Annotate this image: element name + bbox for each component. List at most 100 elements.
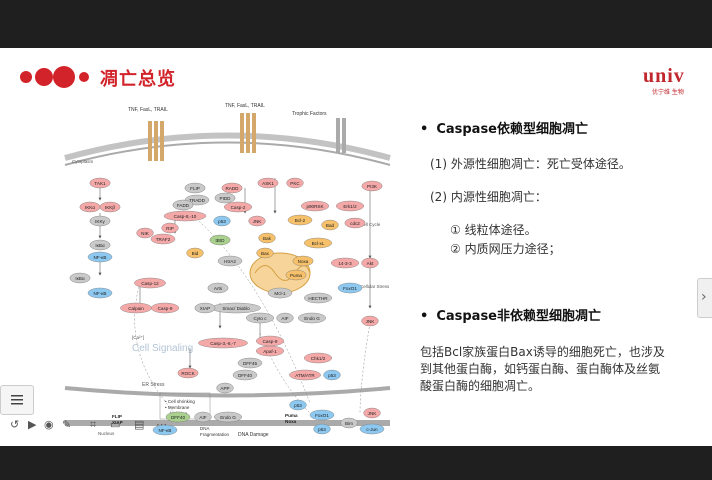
play-icon[interactable]: ▶ — [28, 418, 37, 431]
record-icon[interactable]: ◉ — [44, 418, 54, 431]
item-mitochondrial: ① 线粒体途径。 — [450, 223, 537, 237]
video-icon[interactable]: ▭ — [110, 418, 121, 431]
node-dff402-shape — [165, 411, 191, 423]
node-nfkb2: NF-κB — [93, 291, 106, 296]
node-radd-shape — [221, 182, 243, 194]
label-cell-signaling: Cell Signaling — [132, 343, 193, 354]
node-bim-shape — [340, 417, 358, 429]
menu-button[interactable] — [0, 385, 34, 415]
logo-dots-icon — [20, 66, 89, 88]
node-bclxl: Bcl-xL — [312, 241, 325, 246]
node-ikba2: IκBα — [75, 276, 85, 281]
more-icon[interactable]: ⋯ — [156, 418, 167, 431]
node-bclxl-shape — [303, 237, 332, 249]
crop-icon[interactable]: ⌗ — [90, 418, 97, 431]
node-noxa-shape — [292, 255, 314, 267]
node-jnk3: JNK — [368, 411, 378, 416]
node-foxo1-shape — [337, 282, 363, 294]
screen-icon[interactable]: ▤ — [134, 418, 145, 431]
node-foxo12-shape — [309, 409, 335, 421]
node-p1433-shape — [331, 257, 360, 269]
content-panel: •Caspase依赖型细胞凋亡 (1) 外源性细胞凋亡：死亡受体途径。 (2) … — [420, 118, 690, 395]
node-p533-shape — [289, 399, 307, 411]
node-app: APP — [220, 386, 229, 391]
section2-title: Caspase非依赖型细胞凋亡 — [436, 309, 601, 324]
node-bak-shape — [258, 232, 276, 244]
label-cell-cycle: Cell Cycle — [360, 222, 381, 227]
node-flip2: FLIP — [112, 414, 122, 419]
node-akt: Akt — [367, 261, 374, 266]
node-nfkb2-shape — [87, 287, 113, 299]
node-cdc2: cdc2 — [350, 221, 360, 226]
bullet-1: • — [420, 122, 429, 137]
node-casp2: Casp-2 — [231, 205, 246, 210]
node-mcl1-shape — [267, 287, 293, 299]
node-xiap2-shape — [194, 302, 216, 314]
node-bid-shape — [186, 247, 204, 259]
label-ca: [Ca²⁺] — [132, 335, 144, 340]
node-app-shape — [216, 382, 234, 394]
node-p90rsk-shape — [300, 200, 329, 212]
node-pidd: PIDD — [220, 196, 232, 201]
node-ask1: ASK1 — [262, 181, 274, 186]
node-p53-shape — [213, 215, 231, 227]
node-hecthr: HECTHR — [308, 296, 328, 301]
node-endog2: Endo G — [220, 415, 236, 420]
node-bad-shape — [321, 219, 339, 231]
label-dna: DNA — [200, 426, 210, 431]
node-xiap2: XIAP — [200, 306, 210, 311]
node-nfkb1: NF-κB — [93, 255, 106, 260]
node-bad: Bad — [326, 223, 335, 228]
node-puma: Puma — [290, 273, 302, 278]
chevron-right-icon: › — [701, 289, 707, 305]
item-intrinsic: (2) 内源性细胞凋亡： — [430, 190, 547, 204]
node-jnk2: JNK — [366, 319, 376, 324]
node-pkc-shape — [286, 177, 304, 189]
node-casp810: Casp-8,-10 — [174, 214, 197, 219]
node-aif-shape — [276, 312, 294, 324]
node-cytoc-shape — [245, 312, 274, 324]
node-endog-shape — [297, 312, 326, 324]
node-endog: Endo G — [304, 316, 320, 321]
node-p533: p53 — [294, 403, 302, 408]
node-ikka: IKKα — [85, 205, 95, 210]
label-tnf-1: TNF, FasL, TRAIL — [128, 107, 168, 113]
node-cjun-shape — [359, 423, 385, 435]
node-nik: NIK — [141, 231, 150, 236]
next-slide-button[interactable]: › — [697, 278, 712, 318]
undo-icon[interactable]: ↺ — [10, 418, 20, 431]
brand-subtitle: 优宁维 生物 — [652, 89, 684, 96]
node-ikkg-shape — [89, 215, 111, 227]
node-dff45-shape — [237, 357, 263, 369]
node-dff402: DFF40 — [171, 415, 185, 420]
section1-heading: •Caspase依赖型细胞凋亡 — [420, 118, 690, 137]
node-fadd-shape — [172, 199, 194, 211]
node-dff40-shape — [232, 369, 258, 381]
node-p90rsk: p90RSK — [306, 204, 324, 209]
node-atm: ATM/ATR — [295, 373, 315, 378]
node-casp367-shape — [198, 337, 248, 349]
node-rock: ROCK — [181, 371, 195, 376]
node-bax: Bax — [261, 251, 270, 256]
node-dff45: DFF45 — [243, 361, 257, 366]
node-p532: p53 — [328, 373, 336, 378]
label-dna-damage: DNA Damage — [238, 432, 269, 438]
node-cytoc: Cyto c — [253, 316, 267, 321]
node-casp9: Casp-9 — [158, 306, 173, 311]
node-pi3k: PI3K — [367, 184, 378, 189]
node-ikkb: IKKβ — [105, 205, 115, 210]
label-cell-shrink: • Cell shrinking — [165, 399, 195, 404]
node-jnk: JNK — [253, 219, 263, 224]
node-jnk-shape — [248, 215, 266, 227]
node-apaf1: Apaf-1 — [263, 349, 277, 354]
presentation-slide: 凋亡总览 univ 优宁维 生物 TNF, FasL, TRAIL TNF, F… — [0, 48, 712, 446]
node-tak1: TAK1 — [94, 181, 106, 186]
node-bid: Bid — [192, 251, 199, 256]
node-cjun: c-Jun — [366, 427, 378, 432]
node-nik-shape — [136, 227, 154, 239]
node-p534: p53 — [318, 427, 326, 432]
node-pidd-shape — [214, 192, 236, 204]
node-erk12-shape — [336, 200, 365, 212]
pen-icon[interactable]: ✎ — [62, 418, 72, 431]
node-chk12: Chk1/2 — [311, 356, 326, 361]
